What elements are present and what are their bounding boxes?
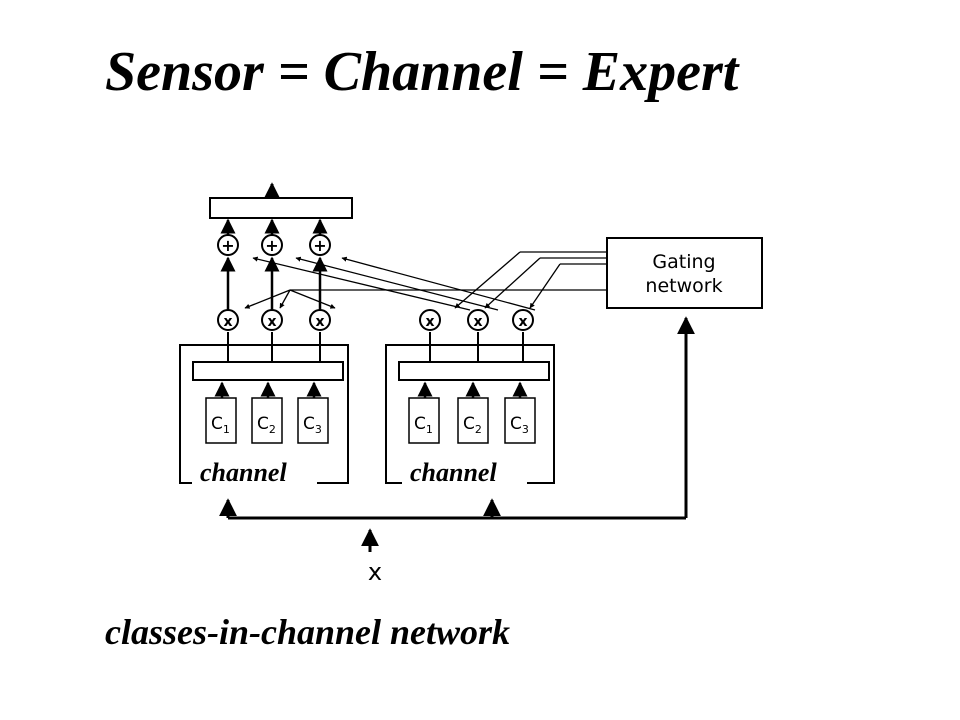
gating-weight-lines bbox=[244, 251, 607, 309]
slide-caption: classes-in-channel network bbox=[105, 612, 511, 652]
svg-text:channel: channel bbox=[200, 458, 287, 487]
product-node-right-1: x bbox=[419, 309, 441, 331]
product-node-left-2: x bbox=[261, 256, 283, 331]
svg-text:+: + bbox=[265, 236, 278, 255]
input-bus bbox=[228, 316, 695, 552]
channel-module-right: C1 C2 C3 channel bbox=[385, 332, 555, 518]
svg-text:C2: C2 bbox=[257, 414, 276, 436]
product-node-right-3: x bbox=[512, 309, 534, 331]
channel-module-left: C1 C2 C3 channel bbox=[179, 332, 349, 518]
svg-text:+: + bbox=[313, 236, 326, 255]
svg-text:+: + bbox=[221, 236, 234, 255]
sum-node-1: + bbox=[217, 218, 239, 256]
svg-text:x: x bbox=[315, 314, 324, 330]
svg-text:channel: channel bbox=[410, 458, 497, 487]
svg-text:C3: C3 bbox=[303, 414, 322, 436]
input-label: x bbox=[368, 558, 382, 586]
svg-text:x: x bbox=[223, 314, 232, 330]
slide-title: Sensor = Channel = Expert bbox=[105, 41, 739, 103]
combiner-box bbox=[209, 197, 353, 219]
svg-text:network: network bbox=[645, 275, 722, 297]
svg-text:x: x bbox=[425, 314, 434, 330]
cross-connection-lines bbox=[252, 256, 536, 311]
product-node-left-1: x bbox=[217, 256, 239, 331]
gating-network: Gating network bbox=[606, 237, 763, 309]
product-node-right-2: x bbox=[467, 309, 489, 331]
svg-text:C2: C2 bbox=[463, 414, 482, 436]
svg-text:C1: C1 bbox=[414, 414, 433, 436]
sum-node-2: + bbox=[261, 218, 283, 256]
svg-text:Gating: Gating bbox=[652, 251, 715, 273]
product-node-left-3: x bbox=[309, 256, 331, 331]
svg-text:x: x bbox=[267, 314, 276, 330]
svg-text:x: x bbox=[518, 314, 527, 330]
svg-text:C1: C1 bbox=[211, 414, 230, 436]
sum-node-3: + bbox=[309, 218, 331, 256]
svg-text:C3: C3 bbox=[510, 414, 529, 436]
svg-text:x: x bbox=[473, 314, 482, 330]
